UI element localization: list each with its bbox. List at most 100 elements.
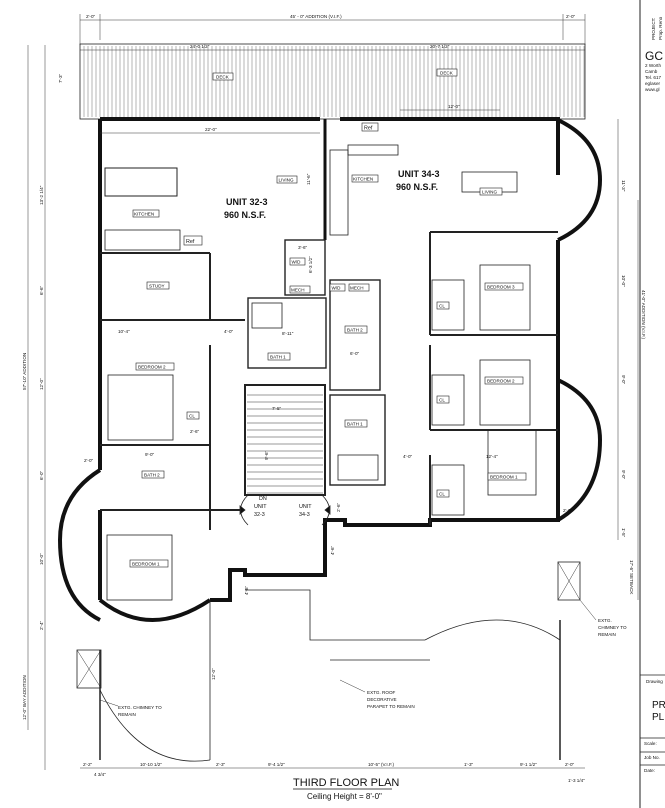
dim-int-1: 4'-0"	[224, 329, 234, 334]
dim-right-setback: 17'-6" SETBACK	[629, 560, 634, 595]
firm-addr-0: 2 Worth	[645, 63, 661, 68]
firm-addr-3: eglaser	[645, 81, 661, 86]
dim-left-bay: 12'-0" BAY ADDITION	[22, 675, 27, 720]
dim-bottom-6: 9'-1 1/2"	[520, 762, 537, 767]
dim-left-5: 2'-4"	[39, 620, 44, 630]
note-chimney-left-1: EXTG. CHIMNEY TO	[118, 705, 162, 710]
unit-right-name: UNIT 34-3	[398, 169, 440, 179]
bedroom2-right-label: BEDROOM 2	[487, 379, 515, 384]
dim-bottom-5: 1'-3"	[464, 762, 474, 767]
dim-misc-0: 2'-0"	[84, 458, 94, 463]
kitchen-right-label: KITCHEN	[353, 177, 373, 182]
bedroom1-right-label: BEDROOM 1	[490, 475, 518, 480]
unit-left-area: 960 N.S.F.	[224, 210, 266, 220]
ref-left-label: Ref	[186, 239, 195, 245]
deck-left-label: DECK	[216, 75, 230, 80]
interior-dimensions: 22'-0" 10'-4" 4'-0" 3'-6" 6'-3 1/2" 8'-1…	[84, 127, 573, 680]
dim-deck-depth: 7'-3"	[58, 73, 63, 83]
dim-right-4: 1'-5"	[621, 528, 626, 538]
mech-left-label: MECH	[291, 288, 305, 293]
dim-int-0: 10'-4"	[118, 329, 130, 334]
note-chimney-left-2: REMAIN	[118, 712, 136, 717]
bedroom1-left-label: BEDROOM 1	[132, 562, 160, 567]
firm-addr-4: www.gl	[645, 87, 660, 92]
date-label: Date:	[644, 768, 655, 773]
dim-misc-2: 4'-6"	[330, 545, 335, 555]
note-roof-3: PARAPET TO REMAIN	[367, 704, 415, 709]
dim-top-right: 2'-0"	[566, 14, 576, 19]
dim-int-10: 2'-0"	[563, 508, 573, 513]
dim-left-3: 6'-0"	[39, 470, 44, 480]
roof-parapet	[99, 589, 561, 762]
dim-int-6: 7'-5"	[272, 406, 282, 411]
dim-bottom-3: 9'-4 1/2"	[268, 762, 285, 767]
left-dimensions: 57'-10" ADDITION 12'-0" BAY ADDITION 13'…	[22, 45, 46, 770]
dim-kitchen-width: 22'-0"	[205, 127, 217, 132]
dim-bottom-7: 2'-0"	[565, 762, 575, 767]
chimney-right	[557, 561, 581, 601]
dim-right-1: 10'-0"	[621, 275, 626, 287]
dim-right-0: 11'-3"	[621, 180, 626, 192]
living-right-label: LIVING	[482, 190, 497, 195]
dim-bottom-0: 2'-2"	[83, 762, 93, 767]
dim-bottom-1: 10'-10 1/2"	[140, 762, 162, 767]
interior-walls	[100, 119, 558, 601]
note-chimney-right-3: REMAIN	[598, 632, 616, 637]
dim-right-3: 9'-0"	[621, 470, 626, 480]
dim-int-3: 6'-3 1/2"	[308, 256, 313, 273]
dim-misc-3: 12'-0"	[211, 668, 216, 680]
wd-left-label: W/D	[292, 260, 302, 265]
dim-int-12: 6'-0"	[350, 351, 360, 356]
bedroom2-left-label: BEDROOM 2	[138, 365, 166, 370]
closet-right-3-label: CL	[439, 492, 445, 497]
title-block: GC 2 Worth Camb Tel. 617 eglaser www.gl …	[639, 0, 665, 808]
dim-int-5: 9'-0"	[145, 452, 155, 457]
stair-labels: DN UNIT 32-3 UNIT 34-3	[239, 494, 331, 526]
bath1-left-label: BATH 1	[270, 355, 286, 360]
dim-misc-5: 2'-6"	[336, 502, 341, 512]
drawing-subtitle: Ceiling Height = 8'-0"	[307, 792, 382, 801]
stair-unit-left-num: 32-3	[254, 512, 265, 518]
dim-left-2: 12'-0"	[39, 378, 44, 390]
top-dimensions: 2'-0" 45' - 0" ADDITION (V.I.F.) 2'-0" 2…	[79, 14, 586, 51]
sheet-title-2: PL	[652, 712, 665, 723]
drawing-title-text: THIRD FLOOR PLAN	[293, 777, 399, 789]
dim-deck-12: 12'-0"	[448, 104, 460, 109]
chimney-left	[76, 649, 102, 689]
note-roof-1: EXTG. ROOF	[367, 690, 396, 695]
stair-unit-right-num: 34-3	[299, 512, 310, 518]
notes: EXTG. CHIMNEY TO REMAIN EXTG. CHIMNEY TO…	[99, 599, 627, 717]
note-chimney-right-1: EXTG.	[598, 618, 612, 623]
dim-int-7: 9'-6"	[264, 450, 269, 460]
study-label: STUDY	[149, 284, 165, 289]
living-left-label: LIVING	[279, 178, 294, 183]
dim-left-0: 13'-2 1/4"	[39, 185, 44, 205]
unit-left-name: UNIT 32-3	[226, 197, 268, 207]
mech-right-label: MECH	[350, 286, 364, 291]
stair-unit-left: UNIT	[254, 504, 267, 510]
dim-left-1: 6'-6"	[39, 285, 44, 295]
right-dimensions: 11'-3" 10'-0" 9'-0" 9'-0" 1'-5" 41'-0" A…	[617, 119, 646, 600]
dim-right-overall: 41'-0" ADDITION (V.I.F.)	[641, 290, 646, 340]
job-label: Job No.	[644, 755, 660, 760]
ref-right-label: Ref	[364, 126, 373, 132]
chimneys	[76, 561, 581, 689]
wd-right-label: W/D	[332, 286, 342, 291]
dim-int-8: 12'-4"	[486, 454, 498, 459]
unit-labels: UNIT 32-3 960 N.S.F. UNIT 34-3 960 N.S.F…	[224, 169, 440, 220]
kitchen-left-label: KITCHEN	[134, 212, 154, 217]
firm-addr-2: Tel. 617	[645, 75, 662, 80]
closet-right-1-label: CL	[439, 304, 445, 309]
firm-addr-1: Camb	[645, 69, 658, 74]
dim-bottom-4: 10'-5" (V.I.F.)	[368, 762, 395, 767]
dim-top-overall: 45' - 0" ADDITION (V.I.F.)	[290, 14, 342, 19]
closet-left-label: CL	[189, 414, 195, 419]
dim-left-overall: 57'-10" ADDITION	[22, 353, 27, 390]
dim-int-9: 4'-0"	[403, 454, 413, 459]
bath2-left-label: BATH 2	[144, 473, 160, 478]
stair-unit-right: UNIT	[299, 504, 312, 510]
dim-right-2: 9'-0"	[621, 375, 626, 385]
exterior-walls	[57, 117, 603, 622]
bath1-right-label: BATH 1	[347, 422, 363, 427]
